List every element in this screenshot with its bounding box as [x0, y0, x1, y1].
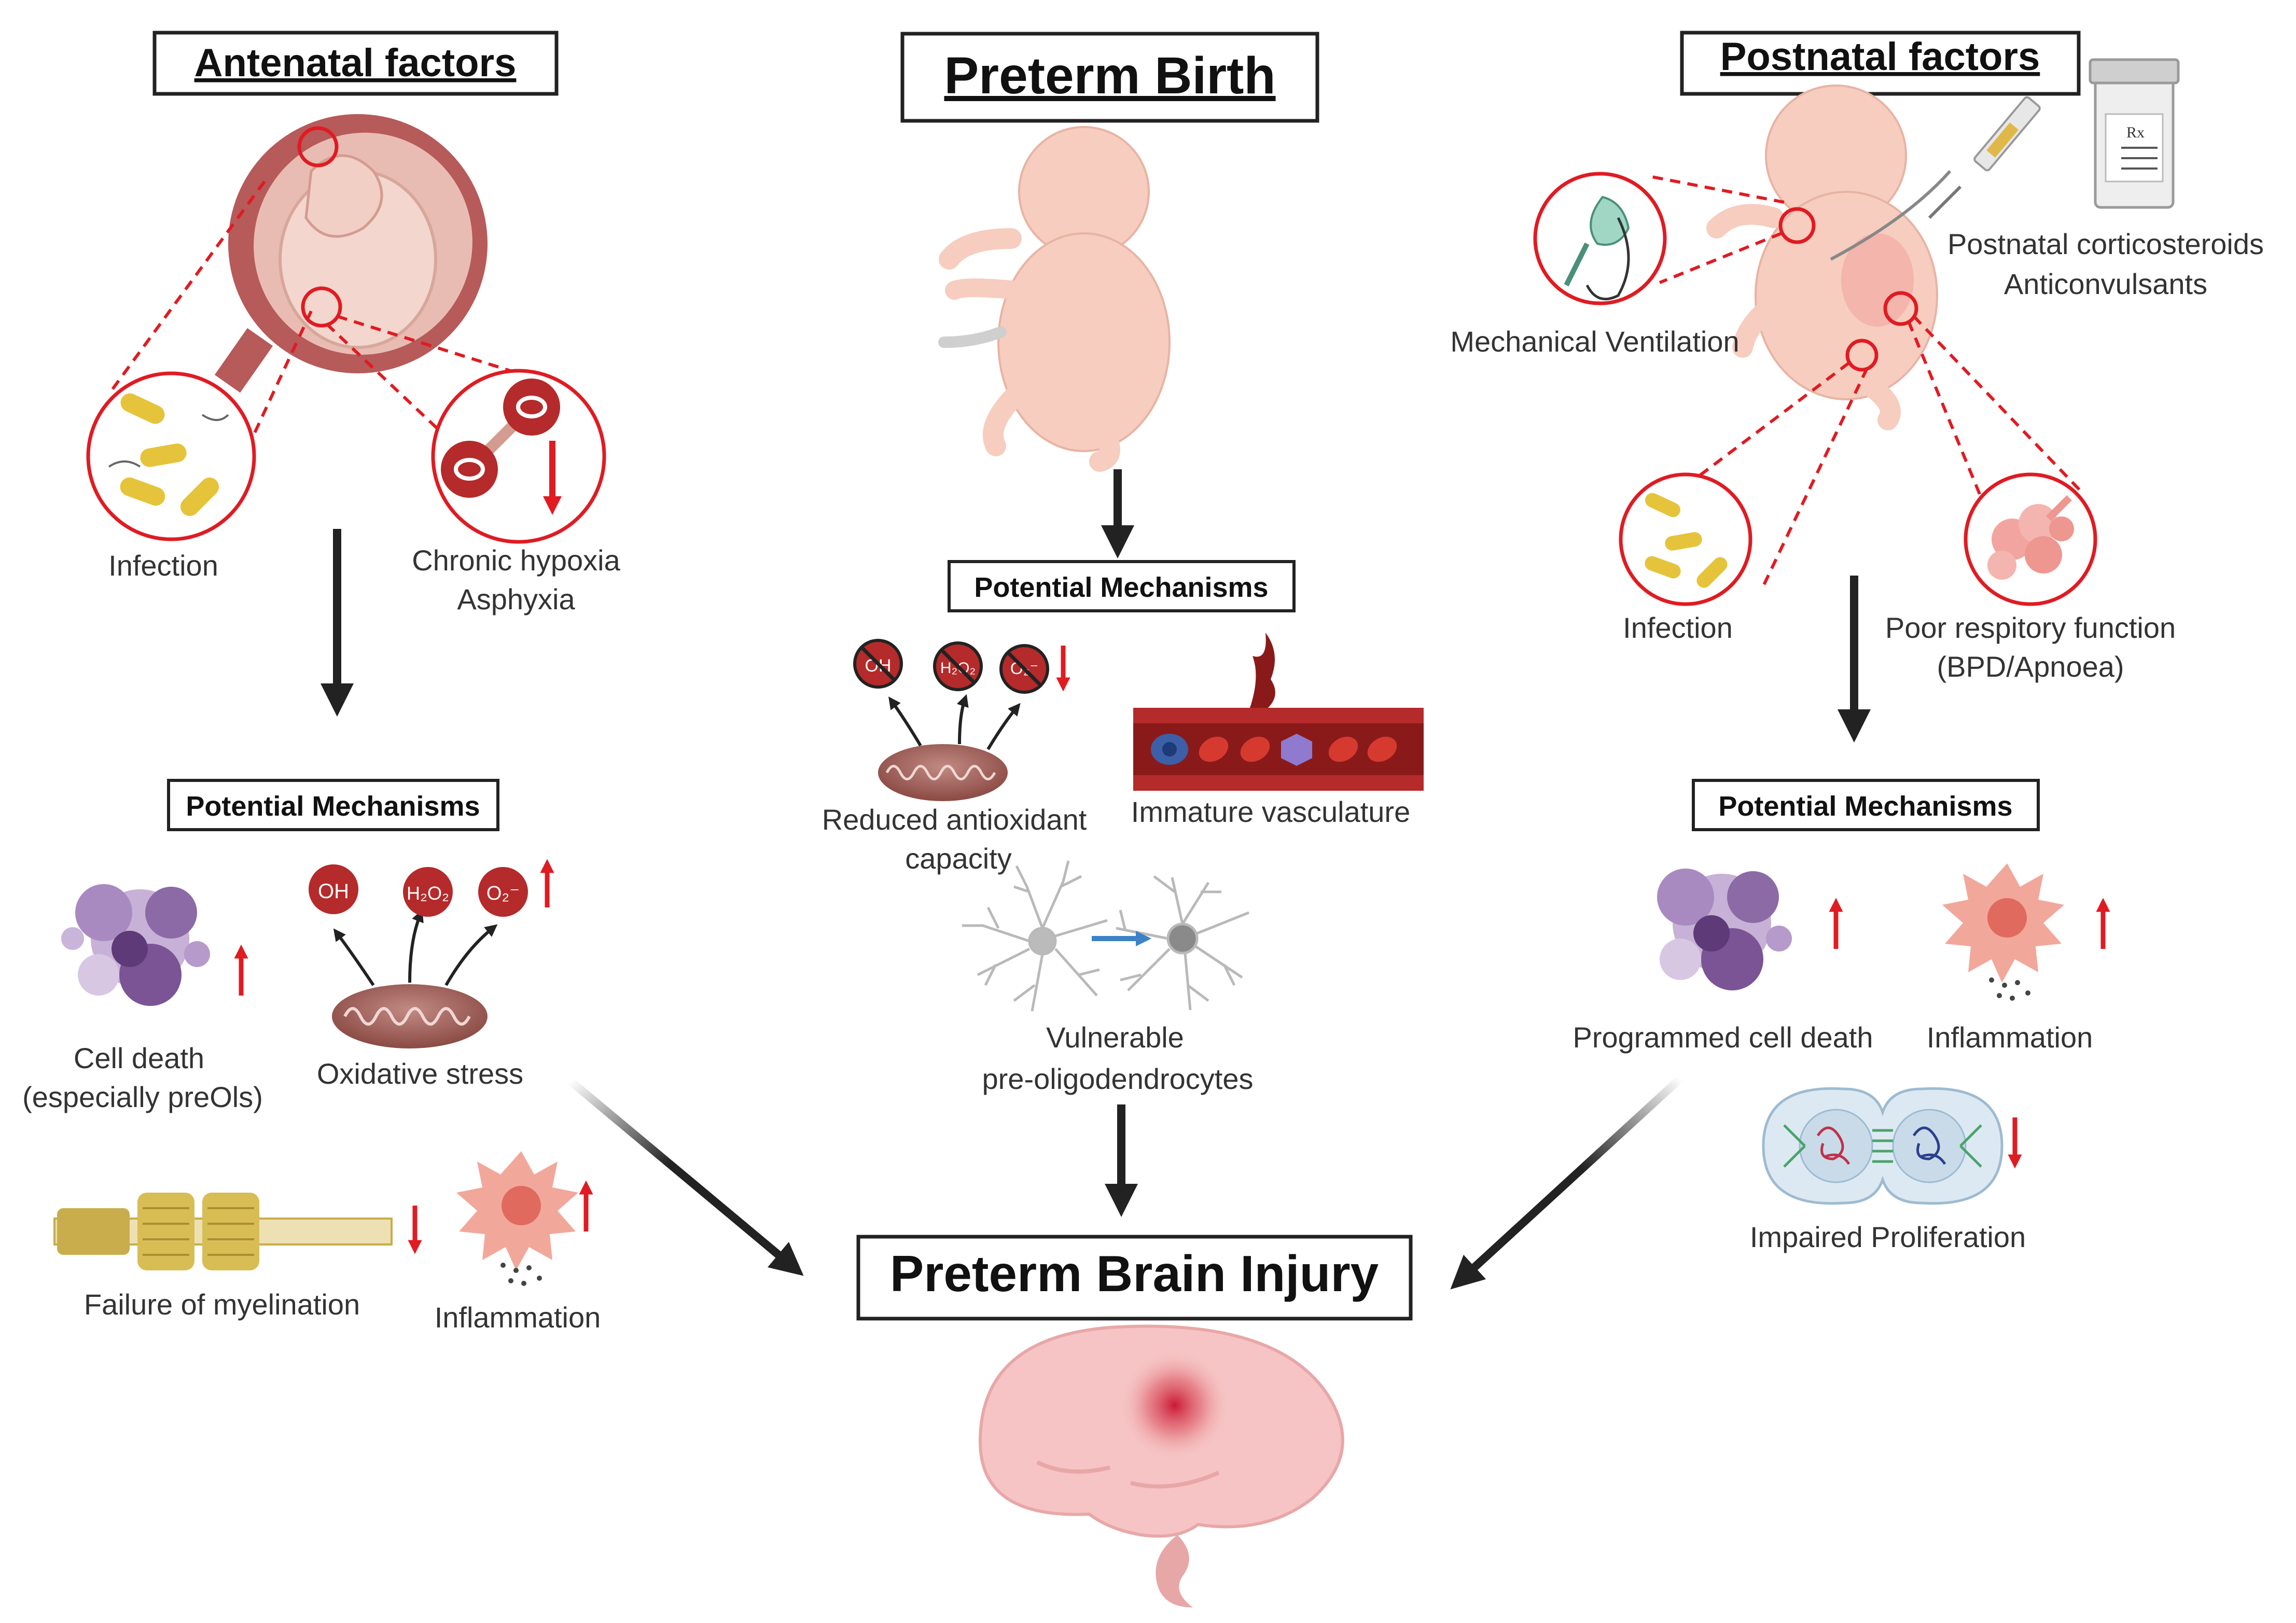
oxygen-reduced-icon — [431, 369, 606, 544]
antenatal-to-injury-arrow — [567, 1078, 804, 1276]
programmed-cell-death-icon — [1657, 869, 1792, 990]
antenatal-inflammation-microglia-icon — [456, 1151, 578, 1286]
pregnant-uterus-illustration — [214, 114, 488, 393]
brain-injury-title: Preterm Brain Injury — [890, 1245, 1379, 1302]
neonate-highlight-circle-face — [1778, 207, 1816, 244]
postnatal-bacteria-infection-icon — [1619, 472, 1752, 606]
drugs-label-line2: Anticonvulsants — [2004, 268, 2207, 300]
brain-illustration — [978, 1324, 1344, 1607]
neonate-highlight-circle-abdomen — [1845, 339, 1878, 372]
medication-bottle-icon — [2089, 58, 2180, 209]
preterm-birth-title-box: Preterm Birth — [900, 32, 1319, 123]
antioxidant-prohibited-marks — [860, 646, 1042, 687]
prescription-rx-label: Rx — [2126, 124, 2145, 141]
lung-alveoli-icon — [1964, 472, 2097, 606]
myelinated-axon-icon — [53, 1193, 393, 1270]
antenatal-title: Antenatal factors — [194, 41, 517, 85]
antenatal-title-box: Antenatal factors — [152, 31, 559, 96]
antenatal-infection-label: Infection — [108, 549, 218, 582]
preterm-infant-illustration — [938, 126, 1171, 472]
preterm-mechanisms-title: Potential Mechanisms — [974, 572, 1268, 603]
syringe-icon — [1928, 96, 2041, 219]
postnatal-dashed-connectors — [1649, 175, 2081, 587]
respiratory-label-line1: Poor respitory function — [1885, 611, 2176, 644]
antenatal-ros-o2: O₂⁻ — [486, 883, 520, 904]
uterus-highlight-circle-lower — [301, 286, 342, 328]
hypoxia-label-line1: Chronic hypoxia — [412, 544, 620, 577]
antenatal-inflammation-label: Inflammation — [435, 1301, 601, 1334]
ventilation-label: Mechanical Ventilation — [1450, 325, 1739, 358]
neonate-highlight-circle-chest — [1883, 291, 1918, 326]
respiratory-label-line2: (BPD/Apnoea) — [1937, 650, 2124, 683]
myelination-label: Failure of myelination — [84, 1288, 360, 1321]
uterus-highlight-circle-upper — [297, 126, 339, 167]
neonate-illustration — [1706, 85, 1952, 430]
postnatal-inflammation-microglia-icon — [1942, 863, 2064, 1001]
postnatal-title: Postnatal factors — [1720, 35, 2040, 79]
antioxidant-label-line2: capacity — [905, 842, 1011, 875]
cell-death-icon — [61, 884, 210, 1006]
vasculature-label: Immature vasculature — [1131, 795, 1410, 828]
bacteria-infection-icon — [86, 371, 256, 541]
hypoxia-label-line2: Asphyxia — [457, 583, 575, 615]
preol-label-line1: Vulnerable — [1046, 1021, 1184, 1054]
preterm-birth-title: Preterm Birth — [944, 47, 1275, 105]
postnatal-inflammation-label: Inflammation — [1927, 1021, 2093, 1054]
cell-division-icon — [1762, 1087, 2003, 1205]
immature-vasculature-icon — [1133, 633, 1424, 791]
proliferation-label: Impaired Proliferation — [1750, 1221, 2026, 1253]
drugs-label-line1: Postnatal corticosteroids — [1947, 228, 2264, 260]
antioxidant-label-line1: Reduced antioxidant — [822, 803, 1087, 836]
postnatal-mechanisms-box: Potential Mechanisms — [1692, 779, 2040, 831]
cell-death-label-line1: Cell death — [74, 1042, 204, 1074]
ventilation-mask-icon — [1533, 172, 1667, 305]
brain-injury-title-box: Preterm Brain Injury — [856, 1235, 1413, 1321]
postnatal-to-injury-arrow — [1450, 1075, 1683, 1290]
antenatal-ros-h2o2: H₂O₂ — [407, 883, 449, 904]
oxidative-stress-label: Oxidative stress — [317, 1057, 523, 1090]
preol-label-line2: pre-oligodendrocytes — [982, 1062, 1254, 1095]
cell-death-label-line2: (especially preOls) — [22, 1081, 263, 1113]
antenatal-ros-oh: OH — [318, 880, 349, 903]
pre-oligodendrocyte-icon — [962, 860, 1249, 1012]
antenatal-mechanisms-title: Potential Mechanisms — [186, 791, 480, 822]
postnatal-infection-label: Infection — [1623, 611, 1733, 644]
oxidative-stress-mitochondrion-icon — [309, 864, 528, 1048]
programmed-cell-death-label: Programmed cell death — [1573, 1021, 1873, 1054]
postnatal-mechanisms-title: Potential Mechanisms — [1718, 791, 2012, 822]
antenatal-mechanisms-box: Potential Mechanisms — [167, 779, 499, 831]
postnatal-title-box: Postnatal factors — [1680, 31, 2081, 96]
preterm-mechanisms-box: Potential Mechanisms — [948, 560, 1296, 612]
